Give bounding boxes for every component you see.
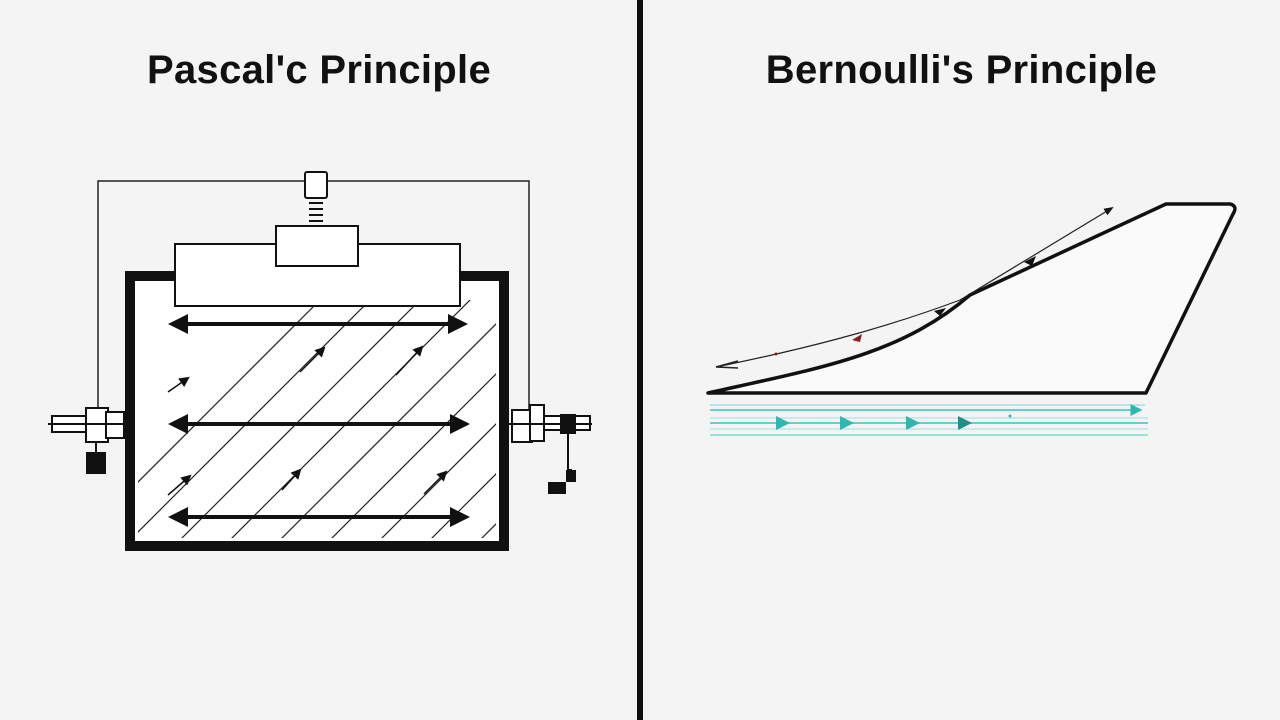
bernoulli-diagram bbox=[706, 202, 1237, 436]
right-valve-lever bbox=[567, 434, 572, 471]
panel-divider bbox=[637, 0, 643, 720]
streamline-marks bbox=[852, 256, 1036, 342]
pressure-arrow bbox=[167, 474, 192, 496]
wing-profile bbox=[706, 202, 1237, 395]
piston-cap bbox=[304, 171, 328, 199]
left-valve bbox=[48, 407, 128, 443]
pressure-container bbox=[125, 271, 509, 551]
pressure-arrow bbox=[423, 470, 448, 495]
pressure-arrow bbox=[281, 468, 302, 491]
pressure-arrow bbox=[395, 345, 424, 376]
pressure-arrow bbox=[167, 376, 190, 393]
upper-streamline bbox=[715, 207, 1114, 368]
pascal-diagram bbox=[48, 171, 592, 551]
pressure-arrow bbox=[299, 346, 326, 373]
bernoulli-panel: Bernoulli's Principle bbox=[643, 0, 1280, 720]
bernoulli-title: Bernoulli's Principle bbox=[765, 48, 1158, 92]
piston-block bbox=[275, 225, 359, 267]
right-valve-weight bbox=[548, 470, 576, 494]
pascal-title: Pascal'c Principle bbox=[147, 48, 491, 92]
lower-flow-lines bbox=[710, 404, 1148, 436]
pascal-panel: Pascal'c Principle bbox=[0, 0, 638, 720]
piston-spring bbox=[309, 202, 323, 222]
left-valve-weight bbox=[86, 452, 106, 474]
right-valve bbox=[505, 404, 592, 443]
flow-arrow-heads bbox=[776, 416, 972, 430]
right-valve-cap bbox=[560, 414, 576, 434]
